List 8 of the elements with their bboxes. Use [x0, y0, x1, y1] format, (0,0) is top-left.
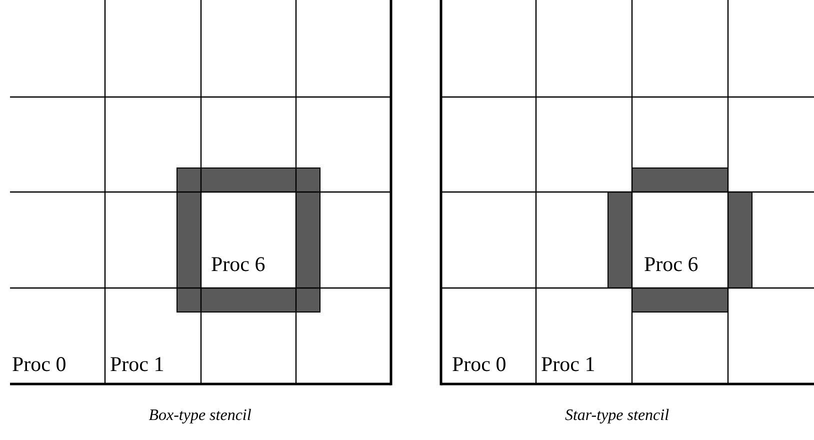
panel-heading: Star-type stencil	[564, 406, 670, 426]
process-label: Proc 1	[541, 354, 596, 375]
process-label: Proc 1	[110, 354, 164, 375]
panel-heading: Box-type stencil	[148, 406, 252, 426]
process-label: Proc 6	[644, 254, 698, 275]
process-label: Proc 6	[211, 254, 266, 275]
process-label: Proc 0	[12, 354, 66, 375]
process-label: Proc 0	[452, 354, 506, 375]
